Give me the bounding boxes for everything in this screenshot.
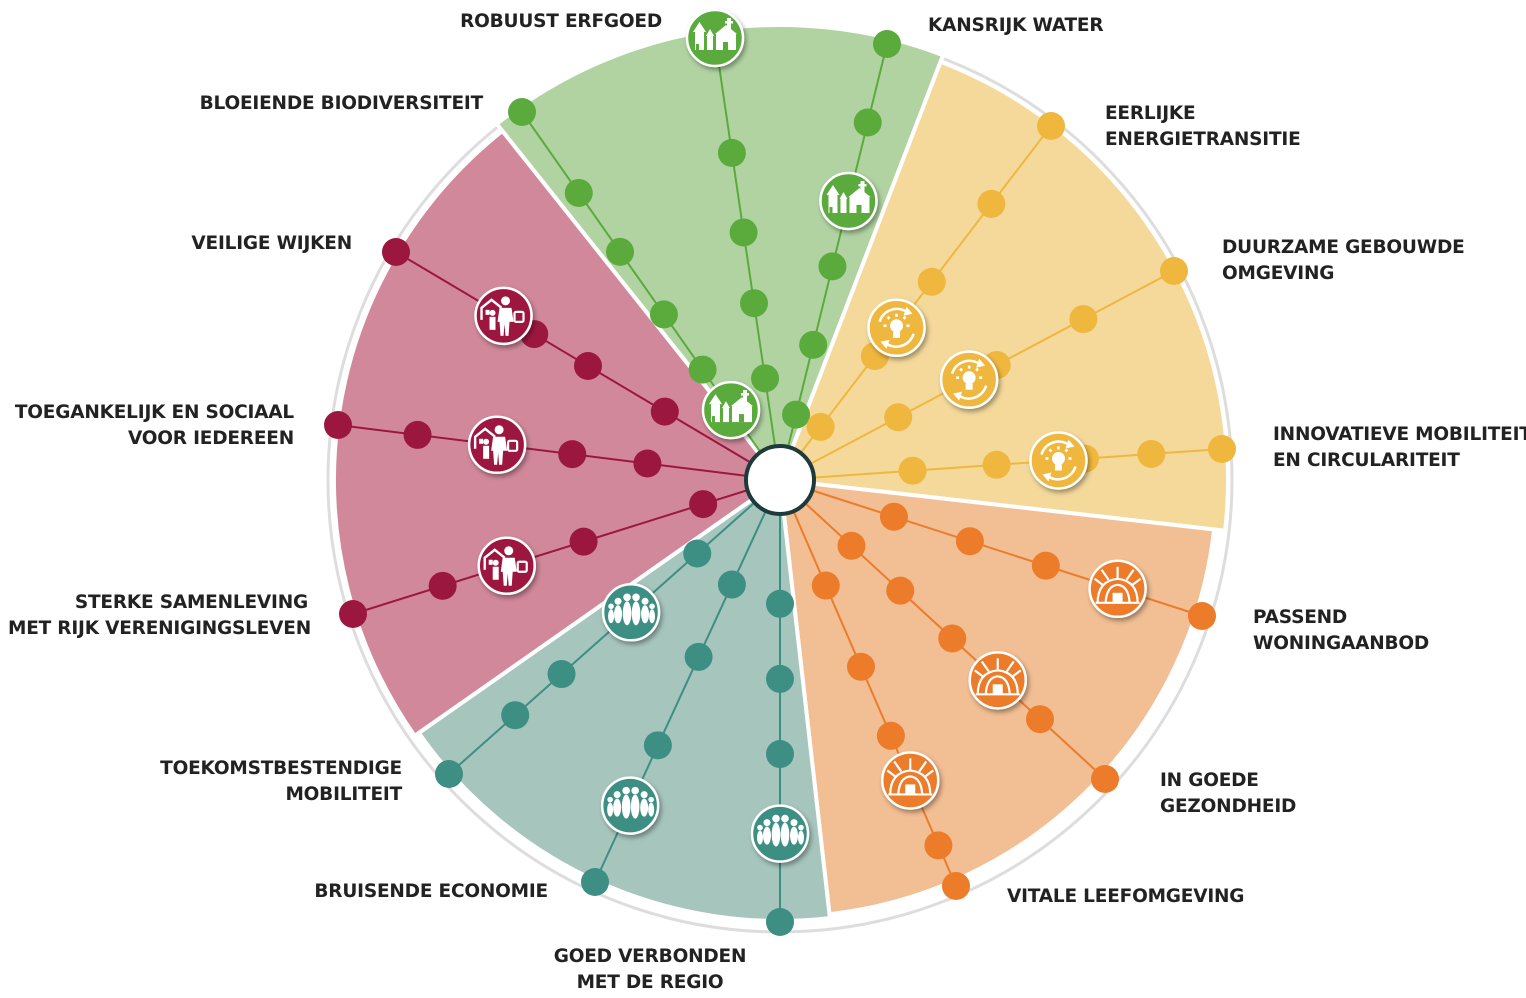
spoke-dot [782, 400, 811, 429]
spoke-dot [884, 403, 913, 432]
spoke-dot [729, 218, 758, 247]
spoke-dot [924, 831, 953, 860]
spoke-dot [717, 570, 746, 599]
spoke-dot [766, 589, 794, 618]
spoke-dot [403, 420, 432, 449]
spoke-dot [740, 289, 768, 318]
family-icon [474, 286, 533, 346]
spoke-dot [547, 660, 576, 689]
spoke-line [779, 479, 957, 887]
spoke-dot [977, 189, 1006, 218]
tent-icon [968, 651, 1027, 710]
spoke-dot [942, 872, 970, 900]
spoke-dot [873, 30, 901, 58]
spoke-dot [766, 664, 794, 693]
spoke-dot [508, 98, 536, 126]
spoke-dot [766, 740, 794, 769]
spoke-dot [846, 652, 875, 681]
people-icon [601, 583, 661, 642]
spoke-dot [558, 440, 587, 469]
spoke-dot [938, 624, 967, 653]
spoke-dot [581, 868, 609, 896]
lightbulb-cycle-icon [1029, 431, 1088, 490]
people-icon [750, 804, 810, 863]
spoke-dot [339, 600, 367, 628]
spoke-dot [574, 352, 602, 380]
spoke-dot [799, 330, 828, 359]
spoke-dot [683, 539, 712, 568]
center-hub [744, 444, 816, 516]
spoke-dot [1069, 305, 1098, 334]
spoke-dot [650, 397, 679, 426]
spoke-dot [643, 731, 672, 760]
spoke-dot [1160, 257, 1188, 285]
spoke-dot [1031, 551, 1060, 580]
spoke-dot [1208, 435, 1236, 463]
heritage-icon [819, 171, 878, 231]
spoke-dot [886, 576, 915, 605]
spoke-dot [564, 178, 593, 207]
spoke-dot [501, 701, 530, 730]
heritage-icon [685, 8, 745, 68]
spoke-dot [1037, 112, 1065, 140]
spoke-dot [382, 238, 410, 266]
category-icons [467, 8, 1147, 863]
spoke-dot [853, 108, 882, 137]
spoke-dot [955, 527, 984, 556]
spoke-dot [569, 527, 598, 556]
label-kansrijk-water: KANSRIJK WATER [928, 15, 1104, 36]
spoke-dot [898, 456, 927, 485]
spoke-dot [1188, 602, 1216, 630]
spoke-dot [982, 450, 1011, 479]
spoke-dot [876, 721, 905, 750]
spoke-dot [818, 252, 847, 281]
spoke-dot [428, 571, 457, 600]
label-bloeiende-biodiversiteit: BLOEIENDE BIODIVERSITEIT [199, 93, 484, 114]
spoke-dot [806, 412, 835, 441]
spoke-dot [1091, 765, 1119, 793]
spoke-line [714, 37, 781, 481]
spoke-dot [837, 531, 866, 560]
spoke-dot [1137, 439, 1166, 468]
spoke-dot [633, 449, 662, 478]
label-robuust-erfgoed: ROBUUST ERFGOED [460, 11, 662, 32]
label-bruisende-economie: BRUISENDE ECONOMIE [314, 881, 548, 902]
tent-icon [880, 751, 940, 810]
spoke-dot [751, 364, 780, 393]
spoke-dot [1026, 705, 1054, 734]
spoke-dot [435, 760, 463, 788]
spoke-dot [811, 571, 840, 600]
lightbulb-cycle-icon [867, 298, 926, 358]
spoke-dot [879, 502, 908, 531]
spoke-dot [649, 300, 678, 329]
lightbulb-cycle-icon [939, 350, 999, 409]
people-icon [600, 776, 660, 835]
family-icon [477, 536, 536, 596]
spoke-dot [766, 908, 794, 936]
spoke-dot [717, 138, 746, 167]
spoke-dot [606, 237, 635, 266]
tent-icon [1088, 559, 1147, 619]
spoke-dot [917, 267, 946, 296]
spoke-dot [684, 642, 713, 671]
label-vitale-leefomgeving: VITALE LEEFOMGEVING [1007, 886, 1245, 907]
spoke-dot [688, 355, 717, 384]
heritage-icon [701, 380, 761, 440]
label-veilige-wijken: VEILIGE WIJKEN [191, 233, 352, 254]
family-icon [467, 415, 527, 475]
spoke-dot [324, 411, 352, 439]
spoke-dot [689, 490, 718, 519]
